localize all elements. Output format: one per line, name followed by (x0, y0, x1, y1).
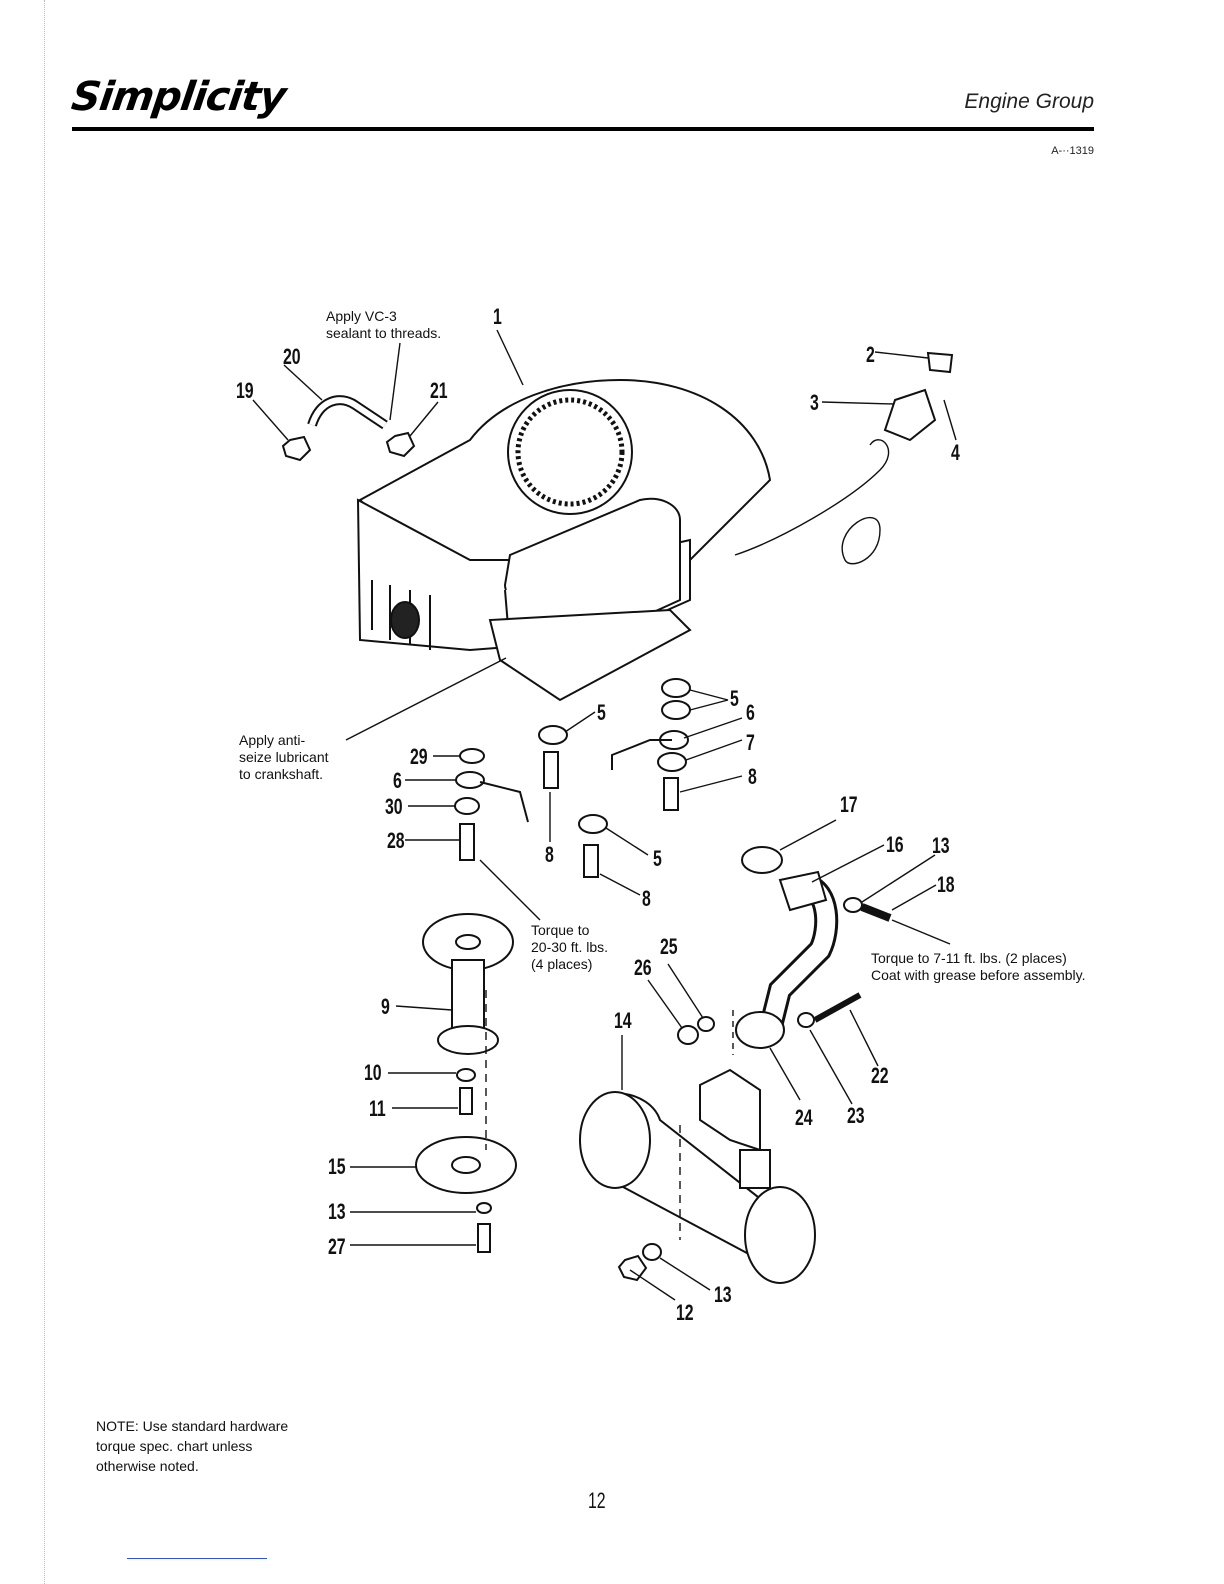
callout-9: 9 (381, 994, 390, 1019)
washer-6b (455, 771, 485, 789)
callout-25: 25 (660, 934, 678, 959)
washer-10 (456, 1068, 476, 1082)
washer-23 (797, 1012, 815, 1028)
gasket-17 (741, 846, 783, 874)
callout-13c: 13 (714, 1282, 732, 1307)
washer-5a (661, 678, 691, 698)
callout-29: 29 (410, 744, 428, 769)
nut-29 (459, 748, 485, 764)
callout-13a: 13 (932, 833, 950, 858)
bottom-link-line (127, 1558, 267, 1559)
callout-7: 7 (746, 730, 755, 755)
callout-1: 1 (493, 304, 502, 329)
callout-14: 14 (614, 1008, 632, 1033)
group-title: Engine Group (964, 90, 1094, 113)
pulley-shaft (451, 959, 485, 1031)
callout-12: 12 (676, 1300, 694, 1325)
bolt-22 (813, 992, 862, 1023)
note-torque-7-11: Torque to 7-11 ft. lbs. (2 places) Coat … (871, 950, 1086, 983)
callout-2: 2 (866, 342, 875, 367)
link-rod-lower (479, 781, 529, 823)
bolt-11 (459, 1087, 473, 1115)
callout-6b: 6 (393, 768, 402, 793)
washer-8top (657, 752, 687, 772)
washer-5c (578, 814, 608, 834)
callout-13b: 13 (328, 1199, 346, 1224)
bolt-28 (459, 823, 475, 861)
page-left-border (44, 0, 45, 1584)
footnote-hardware-torque: NOTE: Use standard hardware torque spec.… (96, 1418, 289, 1474)
callout-5c: 5 (653, 846, 662, 871)
callout-8a: 8 (748, 764, 757, 789)
callout-10: 10 (364, 1060, 382, 1085)
callout-15: 15 (328, 1154, 346, 1179)
callout-27: 27 (328, 1234, 346, 1259)
throttle-knob (926, 351, 954, 374)
callout-3: 3 (810, 390, 819, 415)
washer-13-lower (476, 1202, 492, 1214)
washer-25 (697, 1016, 715, 1032)
callout-18: 18 (937, 872, 955, 897)
washer-13-muffler (642, 1243, 662, 1261)
pulley-flange (437, 1025, 499, 1055)
throttle-cable (734, 439, 890, 565)
washer-30 (454, 797, 480, 815)
callout-21: 21 (430, 378, 448, 403)
note-anti-seize: Apply anti- seize lubricant to crankshaf… (239, 732, 329, 782)
callout-16: 16 (886, 832, 904, 857)
callout-24: 24 (795, 1105, 813, 1130)
washer-5b (538, 725, 568, 745)
nut-19 (281, 435, 312, 462)
callout-6a: 6 (746, 700, 755, 725)
callout-28: 28 (387, 828, 405, 853)
engine-grille (507, 389, 633, 515)
callout-19: 19 (236, 378, 254, 403)
link-rod-upper (611, 739, 672, 770)
bolt-8b (543, 751, 559, 789)
bolt-27 (477, 1223, 491, 1253)
muffler-bracket (699, 1068, 761, 1152)
engine-base-plate (488, 608, 692, 702)
pulley-15 (415, 1136, 517, 1194)
nut-12 (617, 1254, 648, 1282)
callout-17: 17 (840, 792, 858, 817)
document-number: A-··1319 (1051, 145, 1094, 157)
callout-20: 20 (283, 344, 301, 369)
clamp-24 (735, 1011, 785, 1049)
throttle-bracket (883, 388, 937, 442)
nut-21 (385, 431, 416, 458)
callout-22: 22 (871, 1063, 889, 1088)
page-number: 12 (588, 1488, 606, 1513)
washer-6a (661, 700, 691, 720)
header-rule (72, 127, 1094, 131)
callout-23: 23 (847, 1103, 865, 1128)
washer-13-upper (843, 897, 863, 913)
callout-11: 11 (369, 1096, 386, 1121)
callout-5b: 5 (597, 700, 606, 725)
callout-4: 4 (951, 440, 960, 465)
callout-30: 30 (385, 794, 403, 819)
note-torque-20-30: Torque to 20-30 ft. lbs. (4 places) (531, 922, 609, 972)
muffler-end-right (744, 1186, 816, 1284)
nut-26 (677, 1025, 699, 1045)
muffler-end-left (579, 1091, 651, 1189)
note-vc3-sealant: Apply VC-3 sealant to threads. (326, 308, 442, 341)
callout-26: 26 (634, 955, 652, 980)
muffler-inlet (739, 1149, 771, 1189)
bolt-8a (663, 777, 679, 811)
callout-8b: 8 (545, 842, 554, 867)
callout-8c: 8 (642, 886, 651, 911)
bolt-18 (860, 903, 892, 922)
callout-5a: 5 (730, 686, 739, 711)
bolt-8c (583, 844, 599, 878)
